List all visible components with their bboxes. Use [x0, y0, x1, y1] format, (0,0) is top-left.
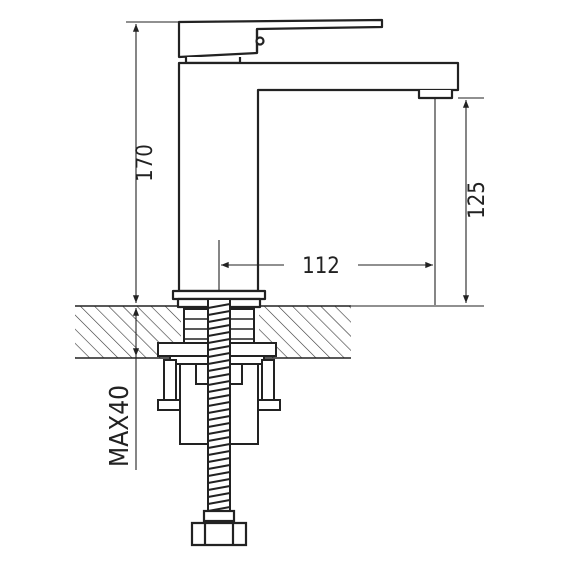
thread-mark [207, 345, 231, 351]
thread-mark [207, 331, 231, 337]
thread-mark [207, 310, 231, 316]
thread-mark [207, 303, 231, 309]
thread-mark [207, 366, 231, 372]
thread-mark [207, 338, 231, 344]
thread-mark [207, 429, 231, 435]
connector-neck [202, 509, 236, 523]
thread-mark [207, 415, 231, 421]
thread-mark [207, 352, 231, 358]
thread-mark [207, 464, 231, 470]
thread-mark [207, 380, 231, 386]
base-flange [171, 289, 267, 301]
hose-connector [190, 509, 248, 547]
thread-mark [207, 499, 231, 505]
thread-mark [207, 443, 231, 449]
thread-mark [207, 317, 231, 323]
label-max-deck-thickness: MAX40 [105, 385, 135, 467]
faucet-body [171, 18, 460, 309]
thread-mark [207, 324, 231, 330]
label-total-height: 170 [133, 144, 158, 182]
thread-mark [207, 436, 231, 442]
thread-mark [207, 457, 231, 463]
rod-threads [207, 303, 231, 512]
left-bolt-nut [157, 399, 181, 411]
thread-mark [207, 401, 231, 407]
thread-mark [207, 450, 231, 456]
aerator [417, 90, 454, 100]
thread-mark [207, 394, 231, 400]
handle-pin [255, 36, 265, 46]
thread-mark [207, 471, 231, 477]
thread-mark [207, 422, 231, 428]
label-spout-reach: 112 [302, 254, 340, 279]
thread-mark [207, 478, 231, 484]
right-bolt [261, 359, 275, 401]
connector-nut [190, 521, 248, 547]
thread-mark [207, 408, 231, 414]
dimension-lines [126, 21, 484, 470]
thread-mark [207, 387, 231, 393]
right-bolt-nut [257, 399, 281, 411]
thread-mark [207, 359, 231, 365]
left-bolt [163, 359, 177, 401]
dimension-labels: 170 125 112 MAX40 [105, 144, 490, 467]
handle-lever [177, 18, 384, 59]
thread-mark [207, 373, 231, 379]
thread-mark [207, 485, 231, 491]
label-spout-height: 125 [465, 181, 490, 219]
thread-mark [207, 492, 231, 498]
threaded-rod [207, 298, 231, 512]
